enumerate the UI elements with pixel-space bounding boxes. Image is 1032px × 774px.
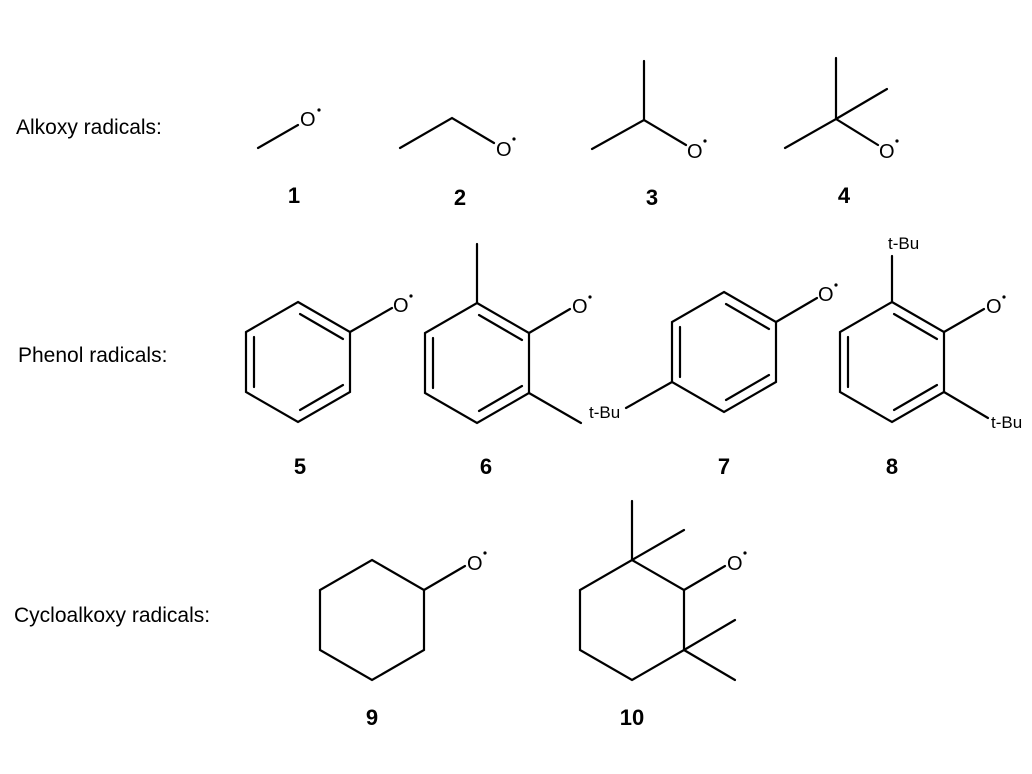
compound-number: 4 bbox=[838, 183, 851, 208]
radical-dot-icon bbox=[743, 551, 747, 555]
compound-6: O 6 bbox=[423, 242, 592, 479]
row-label-alkoxy: Alkoxy radicals: bbox=[16, 116, 162, 139]
tbu-label: t-Bu bbox=[589, 403, 620, 422]
tbu-label: t-Bu bbox=[991, 413, 1022, 432]
compound-number: 10 bbox=[620, 705, 644, 730]
compound-number: 5 bbox=[294, 454, 306, 479]
radical-dot-icon bbox=[512, 137, 516, 141]
compound-10: O 10 bbox=[578, 499, 747, 730]
compound-9: O 9 bbox=[318, 551, 487, 730]
radical-dot-icon bbox=[703, 139, 707, 143]
oxygen-atom: O bbox=[496, 139, 512, 161]
compound-7: O t-Bu 7 bbox=[589, 283, 838, 479]
oxygen-atom: O bbox=[727, 553, 743, 575]
radical-dot-icon bbox=[409, 294, 413, 298]
radical-dot-icon bbox=[834, 283, 838, 287]
oxygen-atom: O bbox=[986, 296, 1002, 318]
oxygen-atom: O bbox=[467, 553, 483, 575]
oxygen-atom: O bbox=[572, 296, 588, 318]
compound-number: 3 bbox=[646, 185, 658, 210]
oxygen-atom: O bbox=[818, 284, 834, 306]
compound-5: O 5 bbox=[244, 294, 413, 479]
radical-dot-icon bbox=[317, 108, 321, 112]
oxygen-atom: O bbox=[879, 141, 895, 163]
radical-dot-icon bbox=[895, 139, 899, 143]
compound-number: 9 bbox=[366, 705, 378, 730]
oxygen-atom: O bbox=[300, 109, 316, 131]
compound-number: 2 bbox=[454, 185, 466, 210]
compound-4: O 4 bbox=[783, 56, 899, 208]
compound-number: 6 bbox=[480, 454, 492, 479]
oxygen-atom: O bbox=[687, 141, 703, 163]
compound-number: 8 bbox=[886, 454, 898, 479]
compound-number: 7 bbox=[718, 454, 730, 479]
compound-number: 1 bbox=[288, 183, 300, 208]
compound-2: O 2 bbox=[398, 116, 516, 210]
radical-dot-icon bbox=[483, 551, 487, 555]
oxygen-atom: O bbox=[393, 295, 409, 317]
radical-dot-icon bbox=[1002, 295, 1006, 299]
compound-8: t-Bu O t-Bu 8 bbox=[838, 234, 1022, 479]
tbu-label: t-Bu bbox=[888, 234, 919, 253]
row-label-phenol: Phenol radicals: bbox=[18, 344, 168, 367]
row-label-cycloalkoxy: Cycloalkoxy radicals: bbox=[14, 604, 211, 627]
compound-1: O 1 bbox=[256, 108, 321, 208]
radical-dot-icon bbox=[588, 295, 592, 299]
compound-3: O 3 bbox=[590, 59, 707, 210]
